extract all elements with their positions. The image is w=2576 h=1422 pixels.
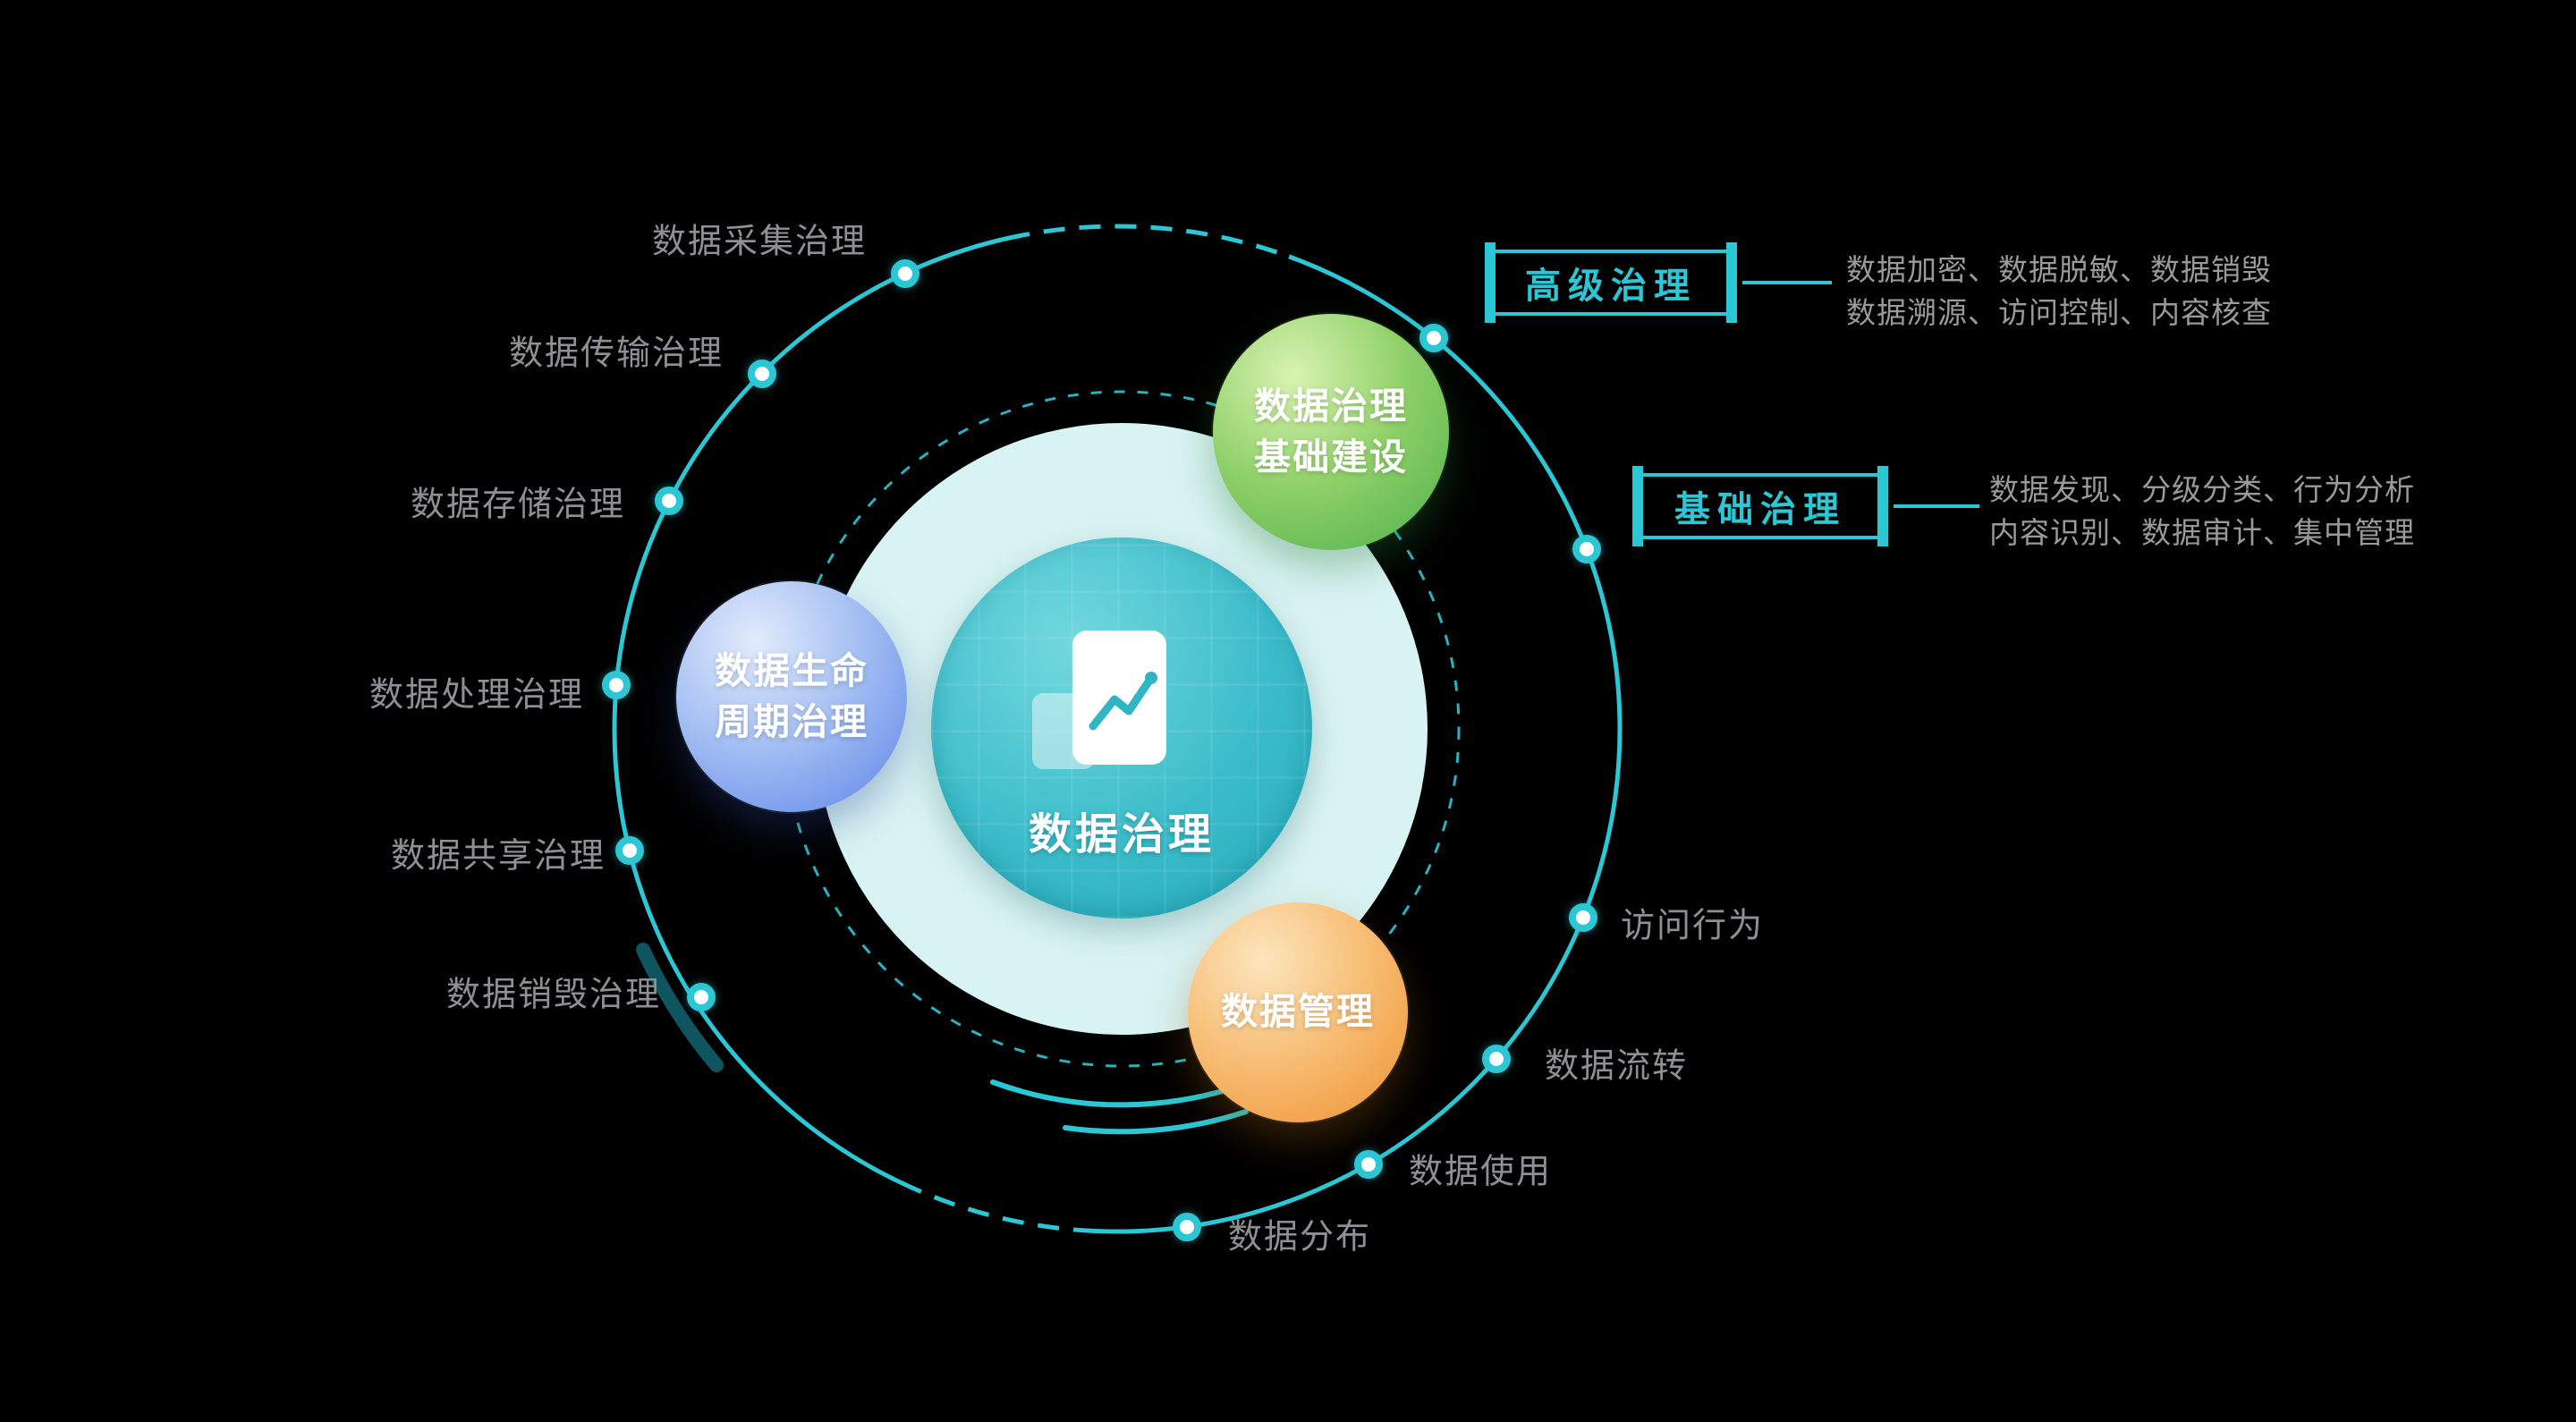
callout-desc-advanced: 数据加密、数据脱敏、数据销毁 数据溯源、访问控制、内容核查	[1846, 249, 2272, 334]
decorative-arc-3	[636, 943, 724, 1072]
bubble-label-line: 周期治理	[715, 701, 869, 742]
orbit-node	[891, 259, 919, 288]
callout-desc-line: 内容识别、数据审计、集中管理	[1989, 516, 2415, 549]
orbit-node	[1173, 1213, 1201, 1241]
orbit-node	[748, 360, 776, 388]
bubble-label-line: 数据管理	[1221, 991, 1375, 1033]
orbit-label-data-flow: 数据流转	[1544, 1047, 1689, 1086]
outer-orbit-dashed-segment-top	[1029, 221, 1291, 262]
callout-connector-line	[1894, 504, 1979, 508]
orbit-node	[615, 836, 644, 865]
document-chart-icon	[1032, 631, 1166, 769]
callout-desc-line: 数据加密、数据脱敏、数据销毁	[1846, 253, 2272, 286]
callout-desc-line: 数据溯源、访问控制、内容核查	[1846, 296, 2272, 329]
orbit-label-storage: 数据存储治理	[410, 486, 626, 524]
orbit-label-data-distribution: 数据分布	[1227, 1218, 1372, 1257]
orbit-node	[687, 983, 716, 1011]
orbit-label-access-behavior: 访问行为	[1620, 907, 1765, 945]
orbit-node	[1354, 1150, 1383, 1179]
orbit-label-collection: 数据采集治理	[651, 223, 868, 261]
orbit-label-transmission: 数据传输治理	[508, 334, 724, 373]
callout-box-basic-governance: 基础治理	[1632, 466, 1888, 546]
callout-title: 高级治理	[1525, 267, 1697, 306]
center-title: 数据治理	[1028, 811, 1216, 859]
callout-title: 基础治理	[1674, 490, 1846, 529]
orbit-node	[1482, 1045, 1511, 1073]
orbit-label-data-usage: 数据使用	[1408, 1153, 1553, 1191]
callout-box-advanced-governance: 高级治理	[1485, 242, 1737, 323]
bubble-governance-infrastructure: 数据治理 基础建设	[1213, 314, 1449, 550]
orbit-label-destruction: 数据销毁治理	[445, 976, 662, 1014]
bubble-label-line: 数据治理	[1254, 385, 1408, 427]
orbit-node	[602, 671, 631, 699]
callout-desc-line: 数据发现、分级分类、行为分析	[1989, 473, 2415, 506]
outer-orbit-circle	[612, 224, 1623, 1234]
orbit-node	[1572, 535, 1601, 563]
bubble-label-line: 数据生命	[715, 649, 869, 691]
outer-orbit-dashed-segment-bottom	[902, 1180, 1074, 1235]
orbit-node	[655, 487, 683, 515]
callout-desc-basic: 数据发现、分级分类、行为分析 内容识别、数据审计、集中管理	[1989, 469, 2415, 554]
orbit-label-sharing: 数据共享治理	[390, 837, 606, 876]
orbit-node	[1419, 324, 1448, 352]
orbit-label-processing: 数据处理治理	[369, 676, 585, 715]
inner-dashed-ring	[783, 390, 1461, 1068]
callout-connector-line	[1742, 281, 1832, 284]
bubble-label-line: 基础建设	[1254, 436, 1408, 478]
decorative-arc-2	[1063, 1109, 1249, 1135]
bubble-data-management: 数据管理	[1188, 902, 1408, 1122]
orbit-node	[1569, 903, 1597, 932]
bubble-data-lifecycle: 数据生命 周期治理	[676, 581, 907, 812]
